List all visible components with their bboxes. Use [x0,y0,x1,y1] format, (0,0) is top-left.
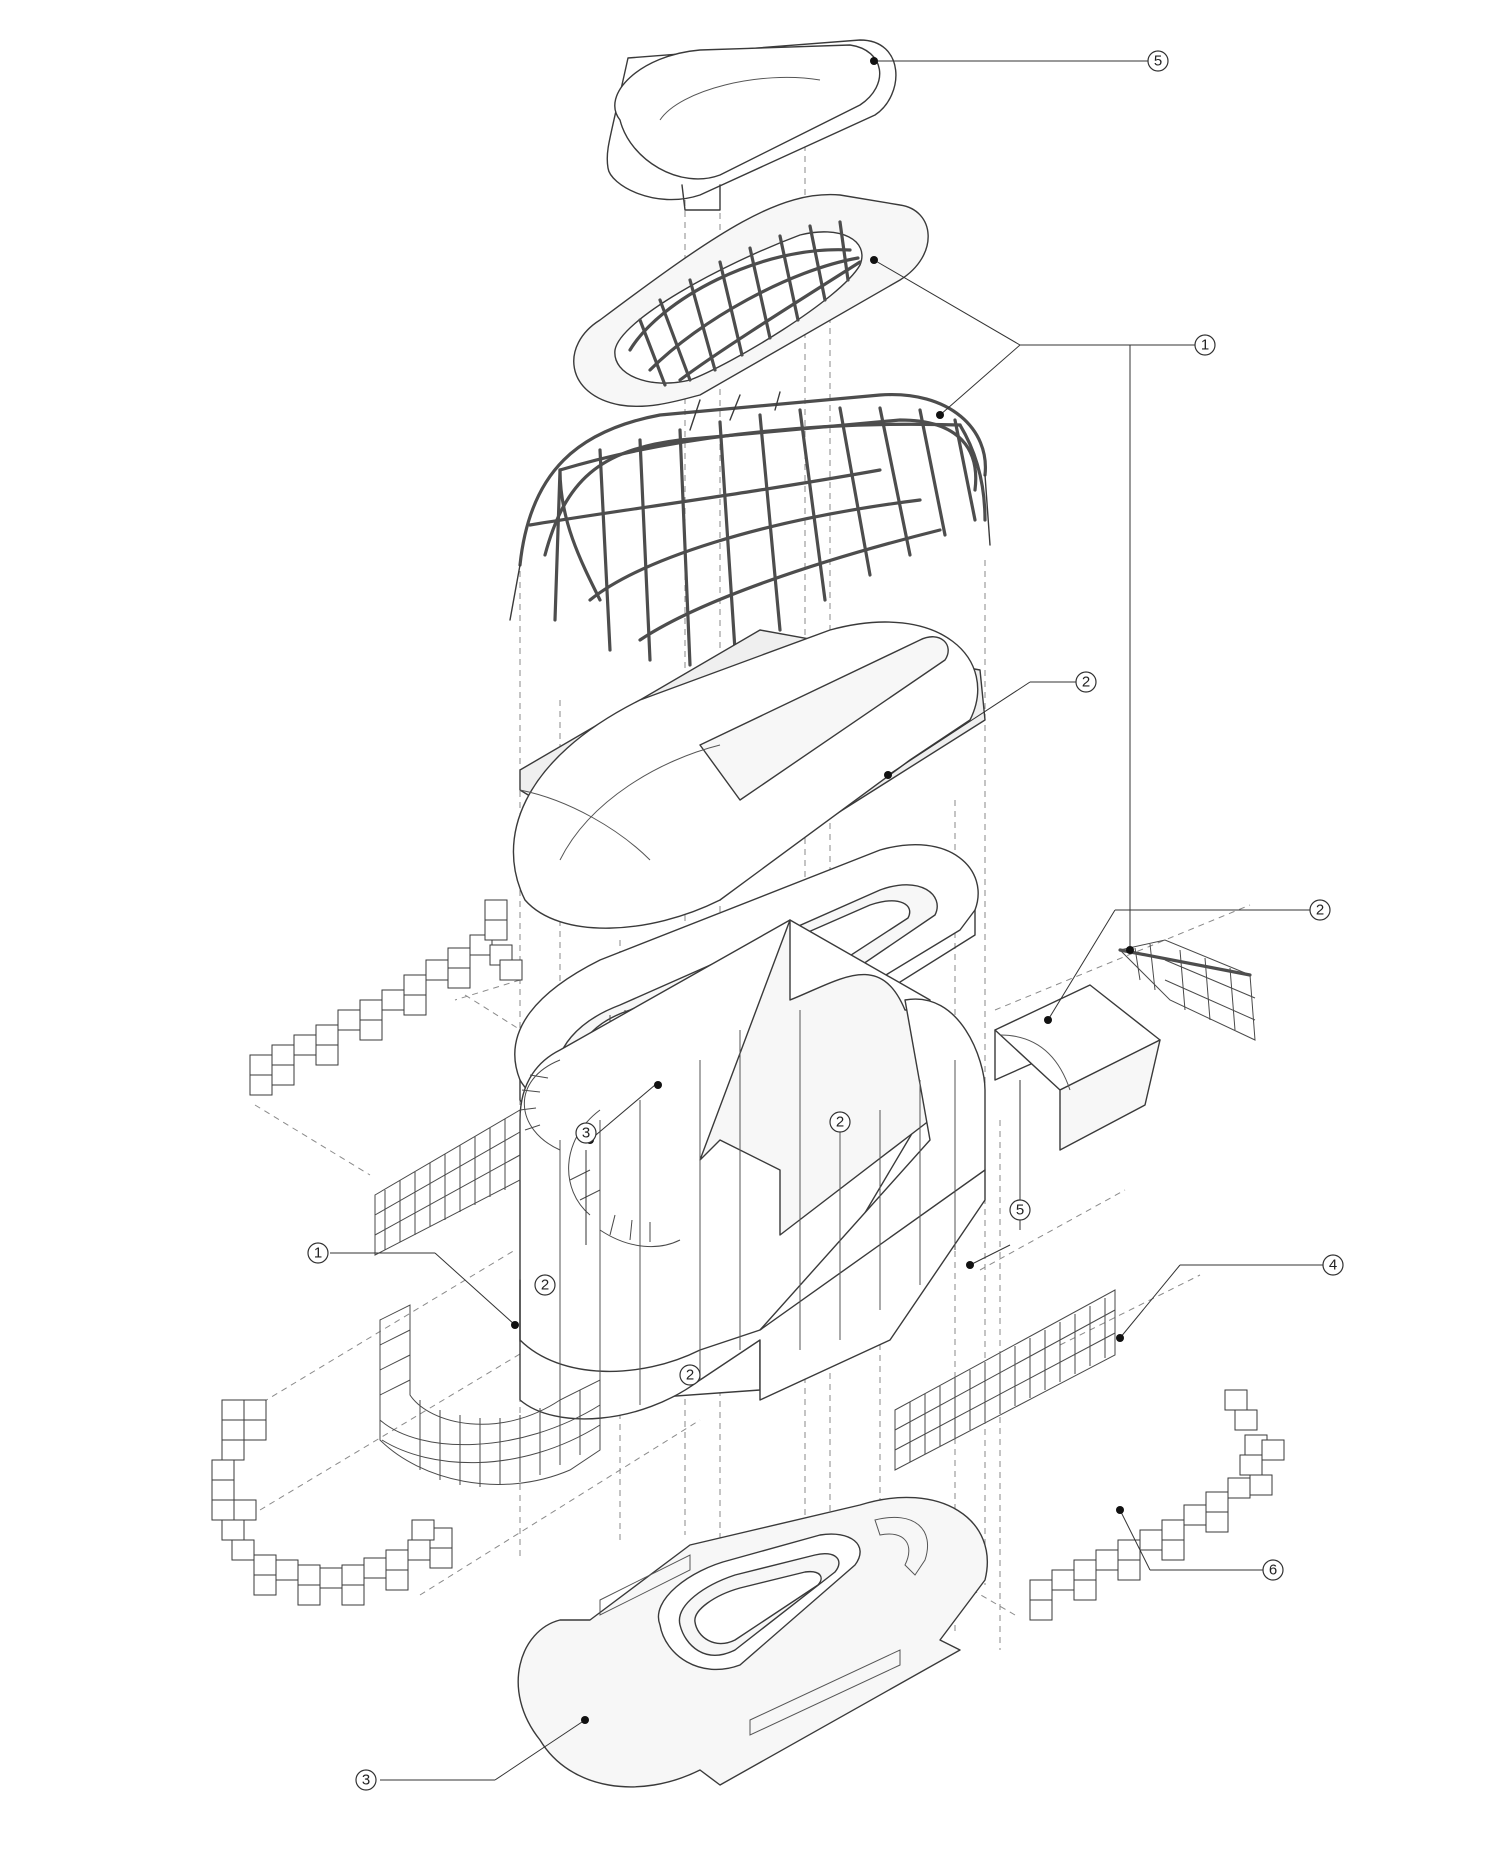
callout-2-upper: 2 [1075,671,1097,693]
callout-2-wall: 2 [829,1111,851,1133]
callout-5-mid: 5 [1009,1199,1031,1221]
callout-label: 2 [541,1277,549,1294]
spiral-stair [519,1059,681,1248]
callout-1-top: 1 [1194,334,1216,356]
callout-2-right: 2 [1309,899,1331,921]
left-curved-screen [379,1304,601,1487]
right-pergola-frame [1118,939,1256,1041]
left-screen-grid [374,1109,521,1256]
callout-label: 6 [1269,1562,1277,1579]
top-tub-module [606,39,897,211]
left-cube-cluster-lower [211,1399,453,1606]
callout-label: 4 [1329,1257,1337,1274]
right-screen-grid [894,1289,1116,1471]
callout-label: 5 [1016,1202,1024,1219]
left-cube-cluster-upper [249,899,523,1096]
callout-label: 3 [362,1772,370,1789]
callout-3-mid: 3 [575,1122,597,1144]
callout-label: 1 [314,1245,322,1262]
callout-label: 2 [1082,674,1090,691]
vault-shell [512,621,986,929]
callout-6-right: 6 [1262,1559,1284,1581]
callout-1-left: 1 [307,1242,329,1264]
oval-wall [519,919,986,1420]
vault-rib-frame [509,391,991,667]
callout-3-bottom: 3 [355,1769,377,1791]
callout-label: 2 [686,1367,694,1384]
base-platform [517,1496,988,1788]
basin-frame [573,193,929,408]
callout-2-low: 2 [679,1364,701,1386]
callout-label: 2 [836,1114,844,1131]
right-canopy [994,984,1161,1151]
callout-5-top: 5 [1147,50,1169,72]
callout-label: 5 [1154,53,1162,70]
callout-label: 1 [1201,337,1209,354]
callout-2-stair: 2 [534,1274,556,1296]
callout-label: 2 [1316,902,1324,919]
callout-4-right: 4 [1322,1254,1344,1276]
callout-label: 3 [582,1125,590,1142]
right-cube-cluster [1029,1389,1285,1621]
